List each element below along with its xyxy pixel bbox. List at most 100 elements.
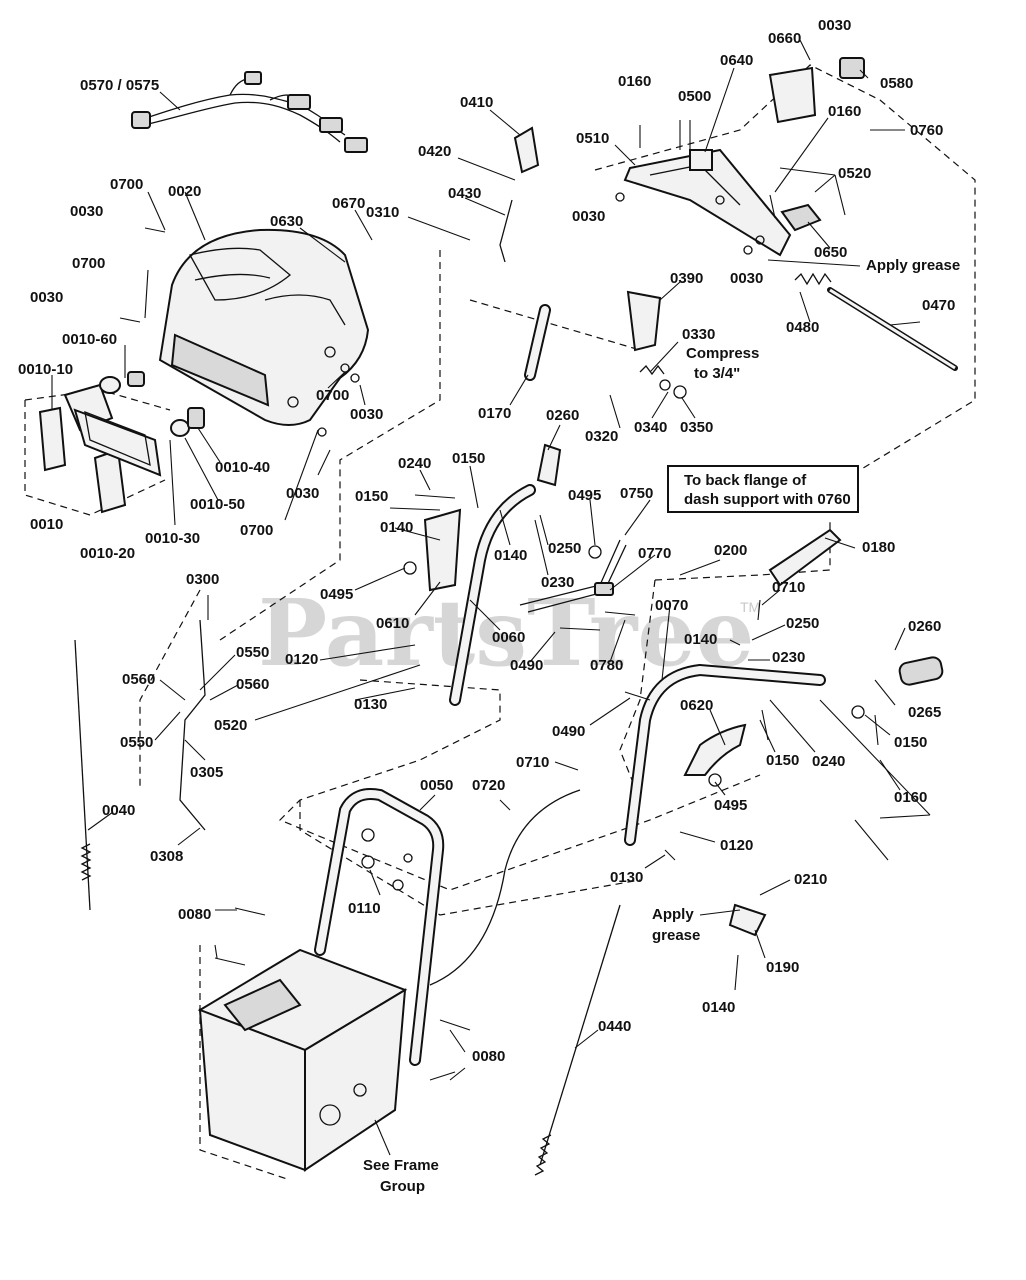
right-handle-tube [624, 663, 826, 846]
callout: 0570 / 0575 [80, 77, 159, 94]
callout: 0780 [590, 657, 623, 674]
dash-panel [623, 57, 865, 257]
leader-lines [51, 39, 931, 1156]
watermark: PartsTree [258, 579, 754, 687]
callout: 0160 [828, 103, 861, 120]
lever-0410 [499, 126, 540, 263]
callout: 0610 [376, 615, 409, 632]
callout: 0170 [478, 405, 511, 422]
callout: 0030 [30, 289, 63, 306]
callout: 0320 [585, 428, 618, 445]
bracket-0190 [728, 903, 767, 937]
note-box-line-1: To back flange of [684, 472, 807, 489]
callout: 0010-40 [215, 459, 270, 476]
watermark-tm: TM [740, 599, 760, 615]
callout: 0160 [894, 789, 927, 806]
apply-grease-top: Apply grease [866, 257, 960, 274]
note-box-line-2: dash support with 0760 [684, 491, 851, 508]
callout: 0720 [472, 777, 505, 794]
callout: 0750 [620, 485, 653, 502]
callout: 0010-10 [18, 361, 73, 378]
callout: 0520 [838, 165, 871, 182]
callout: 0250 [786, 615, 819, 632]
callout: 0390 [670, 270, 703, 287]
callout: 0140 [702, 999, 735, 1016]
headlight-housing [158, 228, 370, 426]
callout: 0180 [862, 539, 895, 556]
callout: 0490 [552, 723, 585, 740]
callout: 0010-20 [80, 545, 135, 562]
callout: 0620 [680, 697, 713, 714]
callout: 0670 [332, 195, 365, 212]
callout: 0495 [568, 487, 601, 504]
callout: 0410 [460, 94, 493, 111]
callouts: 0570 / 0575 0410 0420 0430 0310 0160 050… [18, 17, 955, 1065]
bracket-0770 [519, 539, 627, 613]
frame [197, 948, 408, 1172]
callout: 0260 [546, 407, 579, 424]
callout: 0760 [910, 122, 943, 139]
cables [74, 619, 621, 1176]
callout: 0030 [286, 485, 319, 502]
callout: 0120 [720, 837, 753, 854]
apply-grease-bottom-1: Apply [652, 906, 694, 923]
callout: 0470 [922, 297, 955, 314]
callout: 0710 [516, 754, 549, 771]
see-frame-line-2: Group [380, 1178, 425, 1195]
callout: 0080 [472, 1048, 505, 1065]
callout: 0030 [350, 406, 383, 423]
callout: 0070 [655, 597, 688, 614]
callout: 0660 [768, 30, 801, 47]
callout: 0700 [240, 522, 273, 539]
wiring-harness [131, 71, 368, 153]
callout: 0140 [684, 631, 717, 648]
callout: 0230 [772, 649, 805, 666]
fasteners [119, 120, 879, 1081]
callout: 0495 [320, 586, 353, 603]
callout: 0580 [880, 75, 913, 92]
callout: 0430 [448, 185, 481, 202]
callout: 0490 [510, 657, 543, 674]
note-box: To back flange of dash support with 0760 [667, 465, 859, 513]
compress-line-2: to 3/4" [694, 365, 740, 382]
callout: 0240 [812, 753, 845, 770]
lower-handle-0050 [314, 788, 445, 1066]
callout: 0308 [150, 848, 183, 865]
callout: 0160 [618, 73, 651, 90]
callout: 0420 [418, 143, 451, 160]
callout: 0150 [355, 488, 388, 505]
callout: 0500 [678, 88, 711, 105]
callout: 0080 [178, 906, 211, 923]
callout: 0305 [190, 764, 223, 781]
callout: 0440 [598, 1018, 631, 1035]
callout: 0700 [316, 387, 349, 404]
callout: 0200 [714, 542, 747, 559]
callout: 0480 [786, 319, 819, 336]
callout: 0110 [348, 900, 381, 917]
callout: 0550 [120, 734, 153, 751]
compress-line-1: Compress [686, 345, 759, 362]
callout: 0495 [714, 797, 747, 814]
callout: 0030 [70, 203, 103, 220]
callout: 0140 [380, 519, 413, 536]
callout: 0150 [452, 450, 485, 467]
callout: 0300 [186, 571, 219, 588]
callout: 0060 [492, 629, 525, 646]
callout: 0120 [285, 651, 318, 668]
callout: 0210 [794, 871, 827, 888]
callout: 0520 [214, 717, 247, 734]
headlamp-assembly [38, 371, 205, 514]
callout: 0020 [168, 183, 201, 200]
callout: 0030 [730, 270, 763, 287]
left-handle-tube [423, 304, 562, 706]
callout: 0700 [72, 255, 105, 272]
callout: 0040 [102, 802, 135, 819]
callout: 0250 [548, 540, 581, 557]
callout: 0150 [766, 752, 799, 769]
callout: 0140 [494, 547, 527, 564]
callout: 0240 [398, 455, 431, 472]
callout: 0510 [576, 130, 609, 147]
callout: 0030 [818, 17, 851, 34]
grip-0260 [898, 656, 944, 686]
